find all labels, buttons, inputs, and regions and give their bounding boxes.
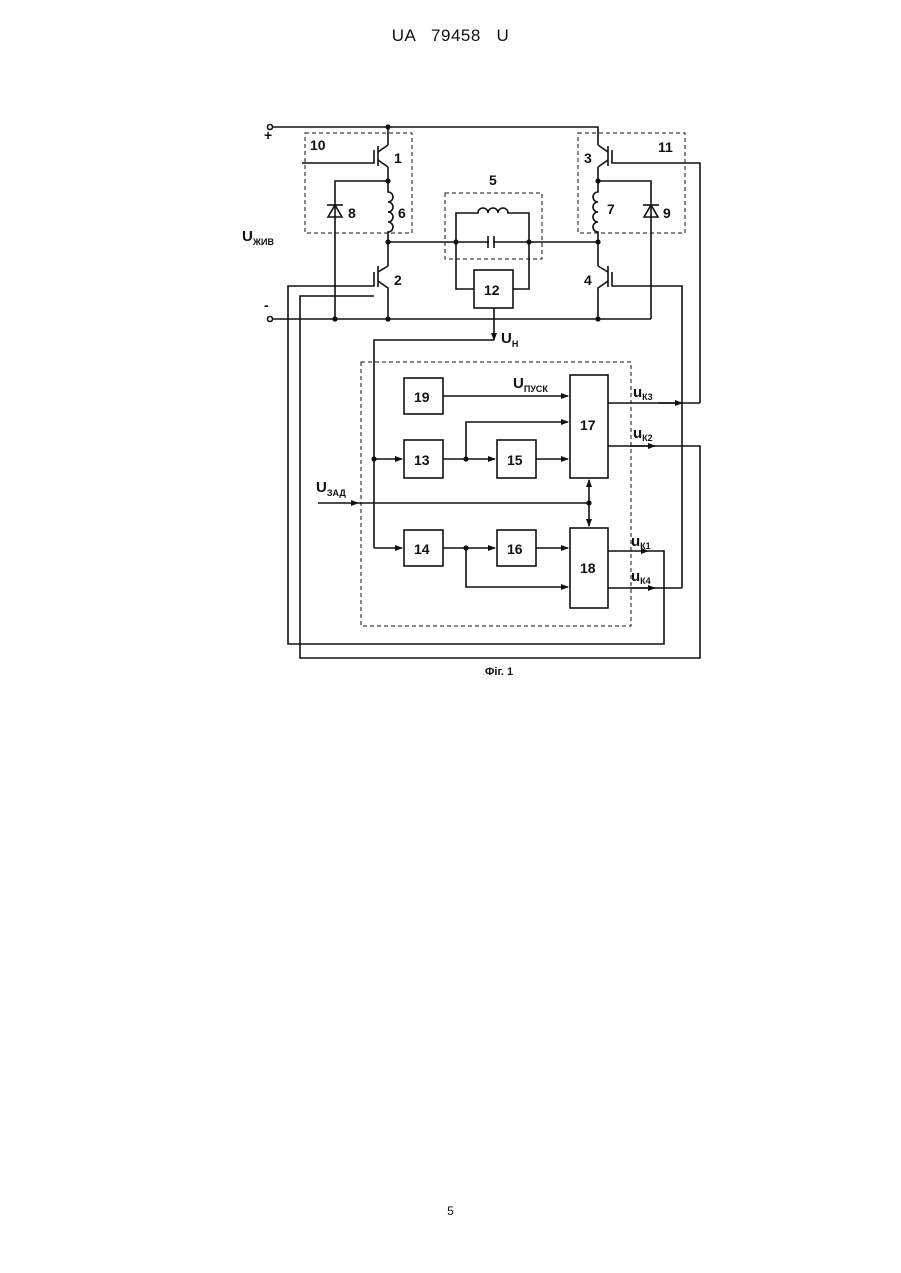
label-12: 12 (484, 282, 500, 298)
plus-terminal: + (264, 127, 272, 143)
label-7: 7 (607, 201, 615, 217)
output-uk2-label: uК2 (633, 425, 653, 443)
inductor-7 (593, 181, 601, 245)
label-16: 16 (507, 541, 523, 557)
label-11: 11 (658, 139, 673, 155)
diode-9 (595, 167, 659, 319)
supply-voltage-label: UЖИВ (242, 228, 274, 247)
label-17: 17 (580, 417, 596, 433)
label-1: 1 (394, 150, 402, 166)
label-6: 6 (398, 205, 406, 221)
label-18: 18 (580, 560, 596, 576)
output-uk3-label: uК3 (633, 384, 653, 402)
label-19: 19 (414, 389, 430, 405)
page-number: 5 (0, 1204, 901, 1218)
output-uk1-label: uК1 (631, 533, 651, 551)
load-voltage-label: UН (501, 330, 518, 349)
label-14: 14 (414, 541, 430, 557)
label-5: 5 (489, 172, 497, 188)
load-5-lc (388, 208, 598, 248)
output-uk4-label: uК4 (631, 568, 651, 586)
load-5-outline (445, 193, 542, 259)
minus-terminal: - (264, 297, 269, 313)
label-9: 9 (663, 205, 671, 221)
label-3: 3 (584, 150, 592, 166)
inductor-6 (385, 181, 393, 245)
label-15: 15 (507, 452, 523, 468)
label-10: 10 (310, 137, 326, 153)
start-signal-label: UПУСК (513, 375, 548, 394)
figure-caption: Фіг. 1 (485, 666, 513, 678)
label-13: 13 (414, 452, 430, 468)
label-8: 8 (348, 205, 356, 221)
label-4: 4 (584, 272, 592, 288)
power-rails (268, 124, 652, 321)
setpoint-label: UЗАД (316, 479, 346, 498)
label-2: 2 (394, 272, 402, 288)
